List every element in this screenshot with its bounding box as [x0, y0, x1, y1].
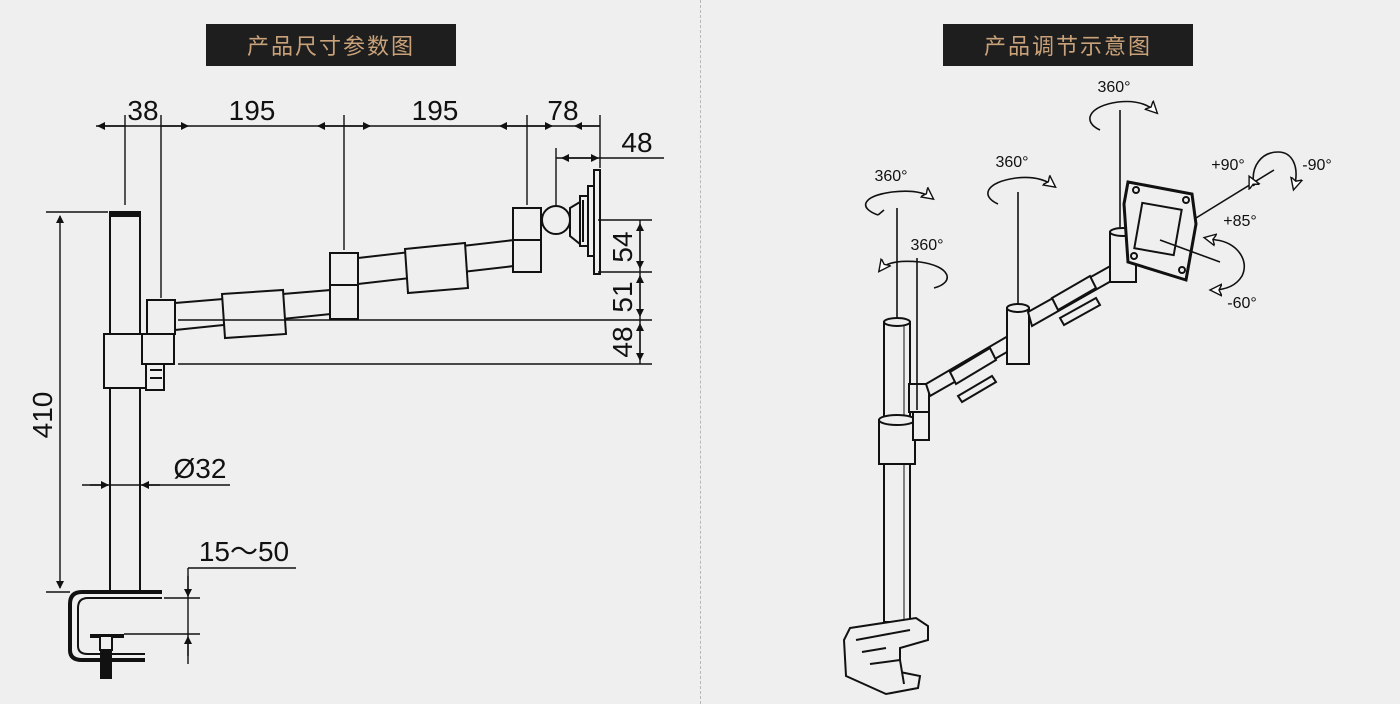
pole: [109, 211, 141, 593]
rotation-indicators: [864, 101, 1296, 410]
label-elbow-rotation: 360°: [995, 154, 1028, 171]
iso-clamp: [842, 616, 929, 696]
dimension-diagram-title: 产品尺寸参数图: [206, 24, 456, 66]
dim-label-195-first: 195: [229, 95, 276, 126]
iso-head: [1109, 180, 1198, 283]
arm-segment-2: [357, 238, 515, 295]
label-pitch-up: +85°: [1223, 213, 1257, 230]
dim-label-total-height: 410: [27, 392, 58, 439]
dim-label-195-second: 195: [412, 95, 459, 126]
center-divider: [700, 0, 701, 704]
label-pitch-down: -60°: [1227, 295, 1257, 312]
adjustment-illustration: [842, 180, 1198, 696]
label-pole-rotation: 360°: [874, 168, 907, 185]
dim-label-38: 38: [127, 95, 158, 126]
dim-label-clamp-range: 15～50: [199, 536, 289, 567]
dimension-drawing: [68, 169, 601, 679]
label-tilt-down: -90°: [1302, 157, 1332, 174]
iso-arm-1: [908, 334, 1016, 413]
iso-elbow: [1006, 303, 1030, 365]
label-pole-lower-rotation: 360°: [910, 237, 943, 254]
dim-label-diameter: Ø32: [174, 453, 227, 484]
desk-clamp: [68, 590, 162, 679]
arm-segment-1: [146, 288, 332, 340]
adjustment-diagram-title: 产品调节示意图: [943, 24, 1193, 66]
iso-collar: [878, 411, 930, 465]
dim-label-height-54: 54: [607, 231, 638, 262]
label-tilt-up: +90°: [1211, 157, 1245, 174]
iso-arm-2: [1026, 262, 1122, 328]
dim-label-height-51: 51: [607, 281, 638, 312]
dim-label-plate-depth: 48: [621, 127, 652, 158]
dim-label-height-48: 48: [607, 326, 638, 357]
iso-pole: [883, 317, 911, 623]
tilt-head: [541, 169, 601, 275]
dim-label-78: 78: [547, 95, 578, 126]
dimension-lines: [46, 115, 664, 664]
label-head-rotation: 360°: [1097, 79, 1130, 96]
